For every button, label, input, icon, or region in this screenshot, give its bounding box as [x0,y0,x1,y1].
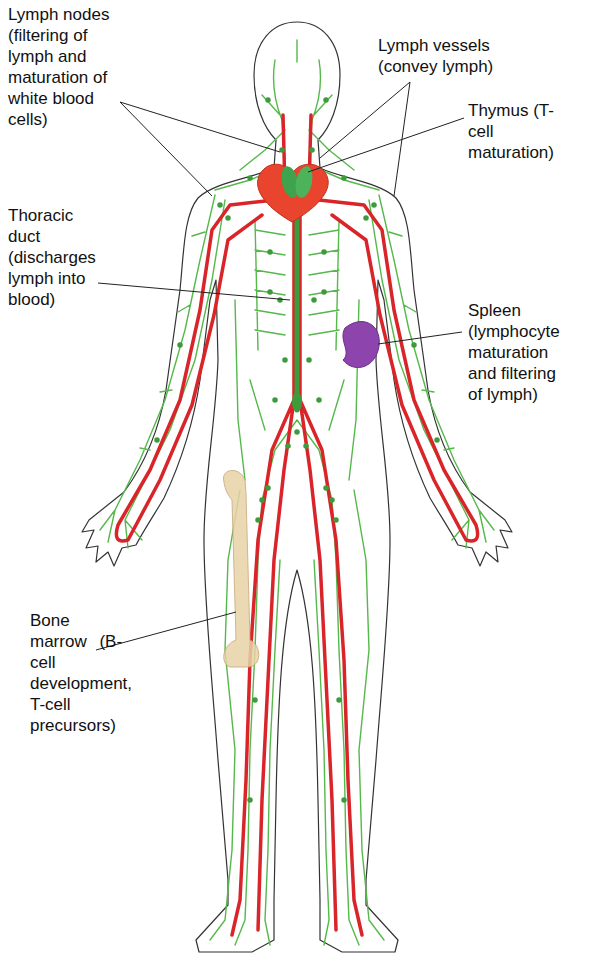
spleen [343,322,379,368]
femur-bone [223,470,258,667]
cisterna [292,392,302,412]
lymph-node-dots [157,100,437,800]
callout-label: Bone marrow (B-cell development, T-cell … [30,610,134,736]
callout-label: Lymph nodes (filtering of lymph and matu… [8,4,123,130]
callout-label: Lymph vessels (convey lymph) [378,35,503,77]
callout-label: Thoracic duct (discharges lymph into blo… [8,205,103,310]
thymus-lobe [293,165,315,200]
heart [258,164,329,222]
blood-vessels [116,115,477,935]
leader-lines [96,82,464,650]
callout-label: Spleen (lymphocyte maturation and filter… [468,300,568,405]
body-outline [82,22,512,952]
lymph-vessels [100,40,494,945]
callout-label: Thymus (T-cell maturation) [468,100,563,163]
